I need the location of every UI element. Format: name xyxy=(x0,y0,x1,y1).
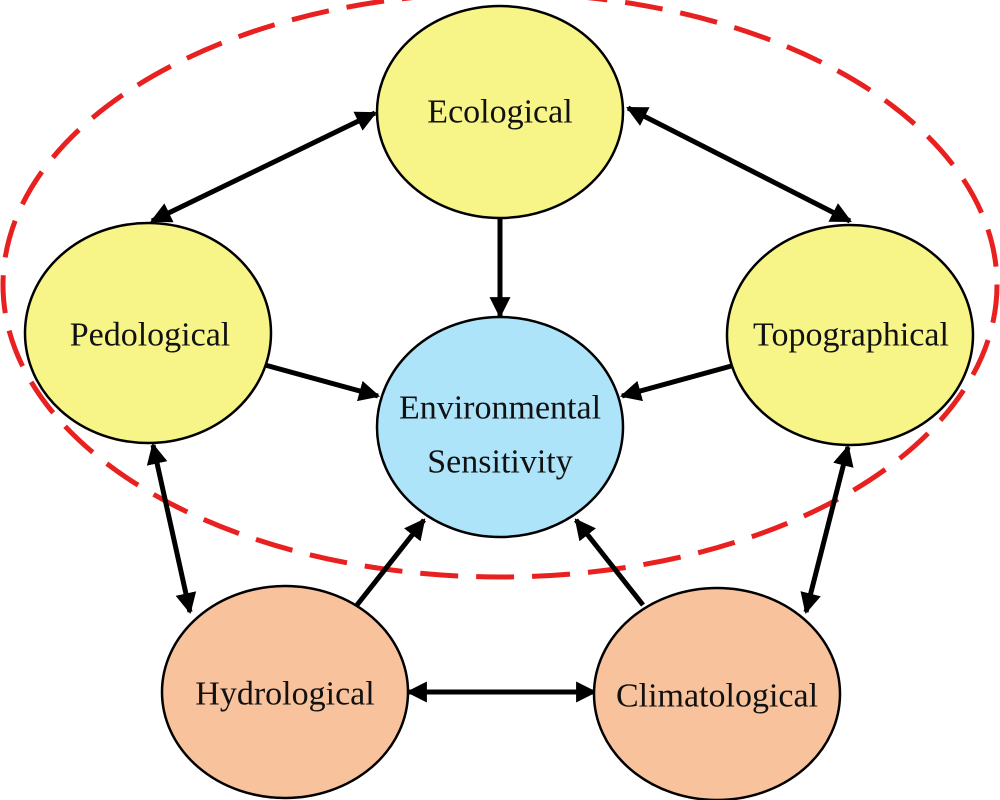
edge-climatological-environmental xyxy=(574,518,645,607)
edge-pedological-environmental xyxy=(264,362,381,402)
node-environmental-shape xyxy=(375,315,625,539)
node-pedological-label: Pedological xyxy=(70,317,231,354)
node-ecological-label: Ecological xyxy=(427,94,572,131)
node-topographical-shape xyxy=(725,223,975,447)
node-climatological-label: Climatological xyxy=(616,678,818,715)
node-climatological-shape xyxy=(592,586,842,800)
node-hydrological-label: Hydrological xyxy=(195,676,374,713)
edge-ecological-topographical xyxy=(626,105,852,224)
edges xyxy=(146,105,854,703)
edge-topographical-climatological xyxy=(800,444,854,615)
edge-ecological-pedological xyxy=(150,110,377,224)
node-environmental-sensitivity: Environmental Sensitivity xyxy=(375,315,625,539)
node-pedological: Pedological xyxy=(23,221,273,445)
edge-topographical-environmental xyxy=(619,362,736,402)
node-topographical-label: Topographical xyxy=(753,317,949,354)
group-ring xyxy=(0,0,1000,580)
node-hydrological: Hydrological xyxy=(160,584,410,800)
node-ecological: Ecological xyxy=(375,4,625,220)
node-environmental-label-line2: Sensitivity xyxy=(427,444,572,481)
node-pedological-shape xyxy=(23,221,273,445)
node-topographical: Topographical xyxy=(725,223,975,447)
node-environmental-label-line1: Environmental xyxy=(399,390,601,427)
node-climatological: Climatological xyxy=(592,586,842,800)
node-hydrological-shape xyxy=(160,584,410,800)
edge-pedological-hydrological xyxy=(146,442,197,615)
edge-hydrological-environmental xyxy=(355,518,426,607)
node-ecological-shape xyxy=(375,4,625,220)
